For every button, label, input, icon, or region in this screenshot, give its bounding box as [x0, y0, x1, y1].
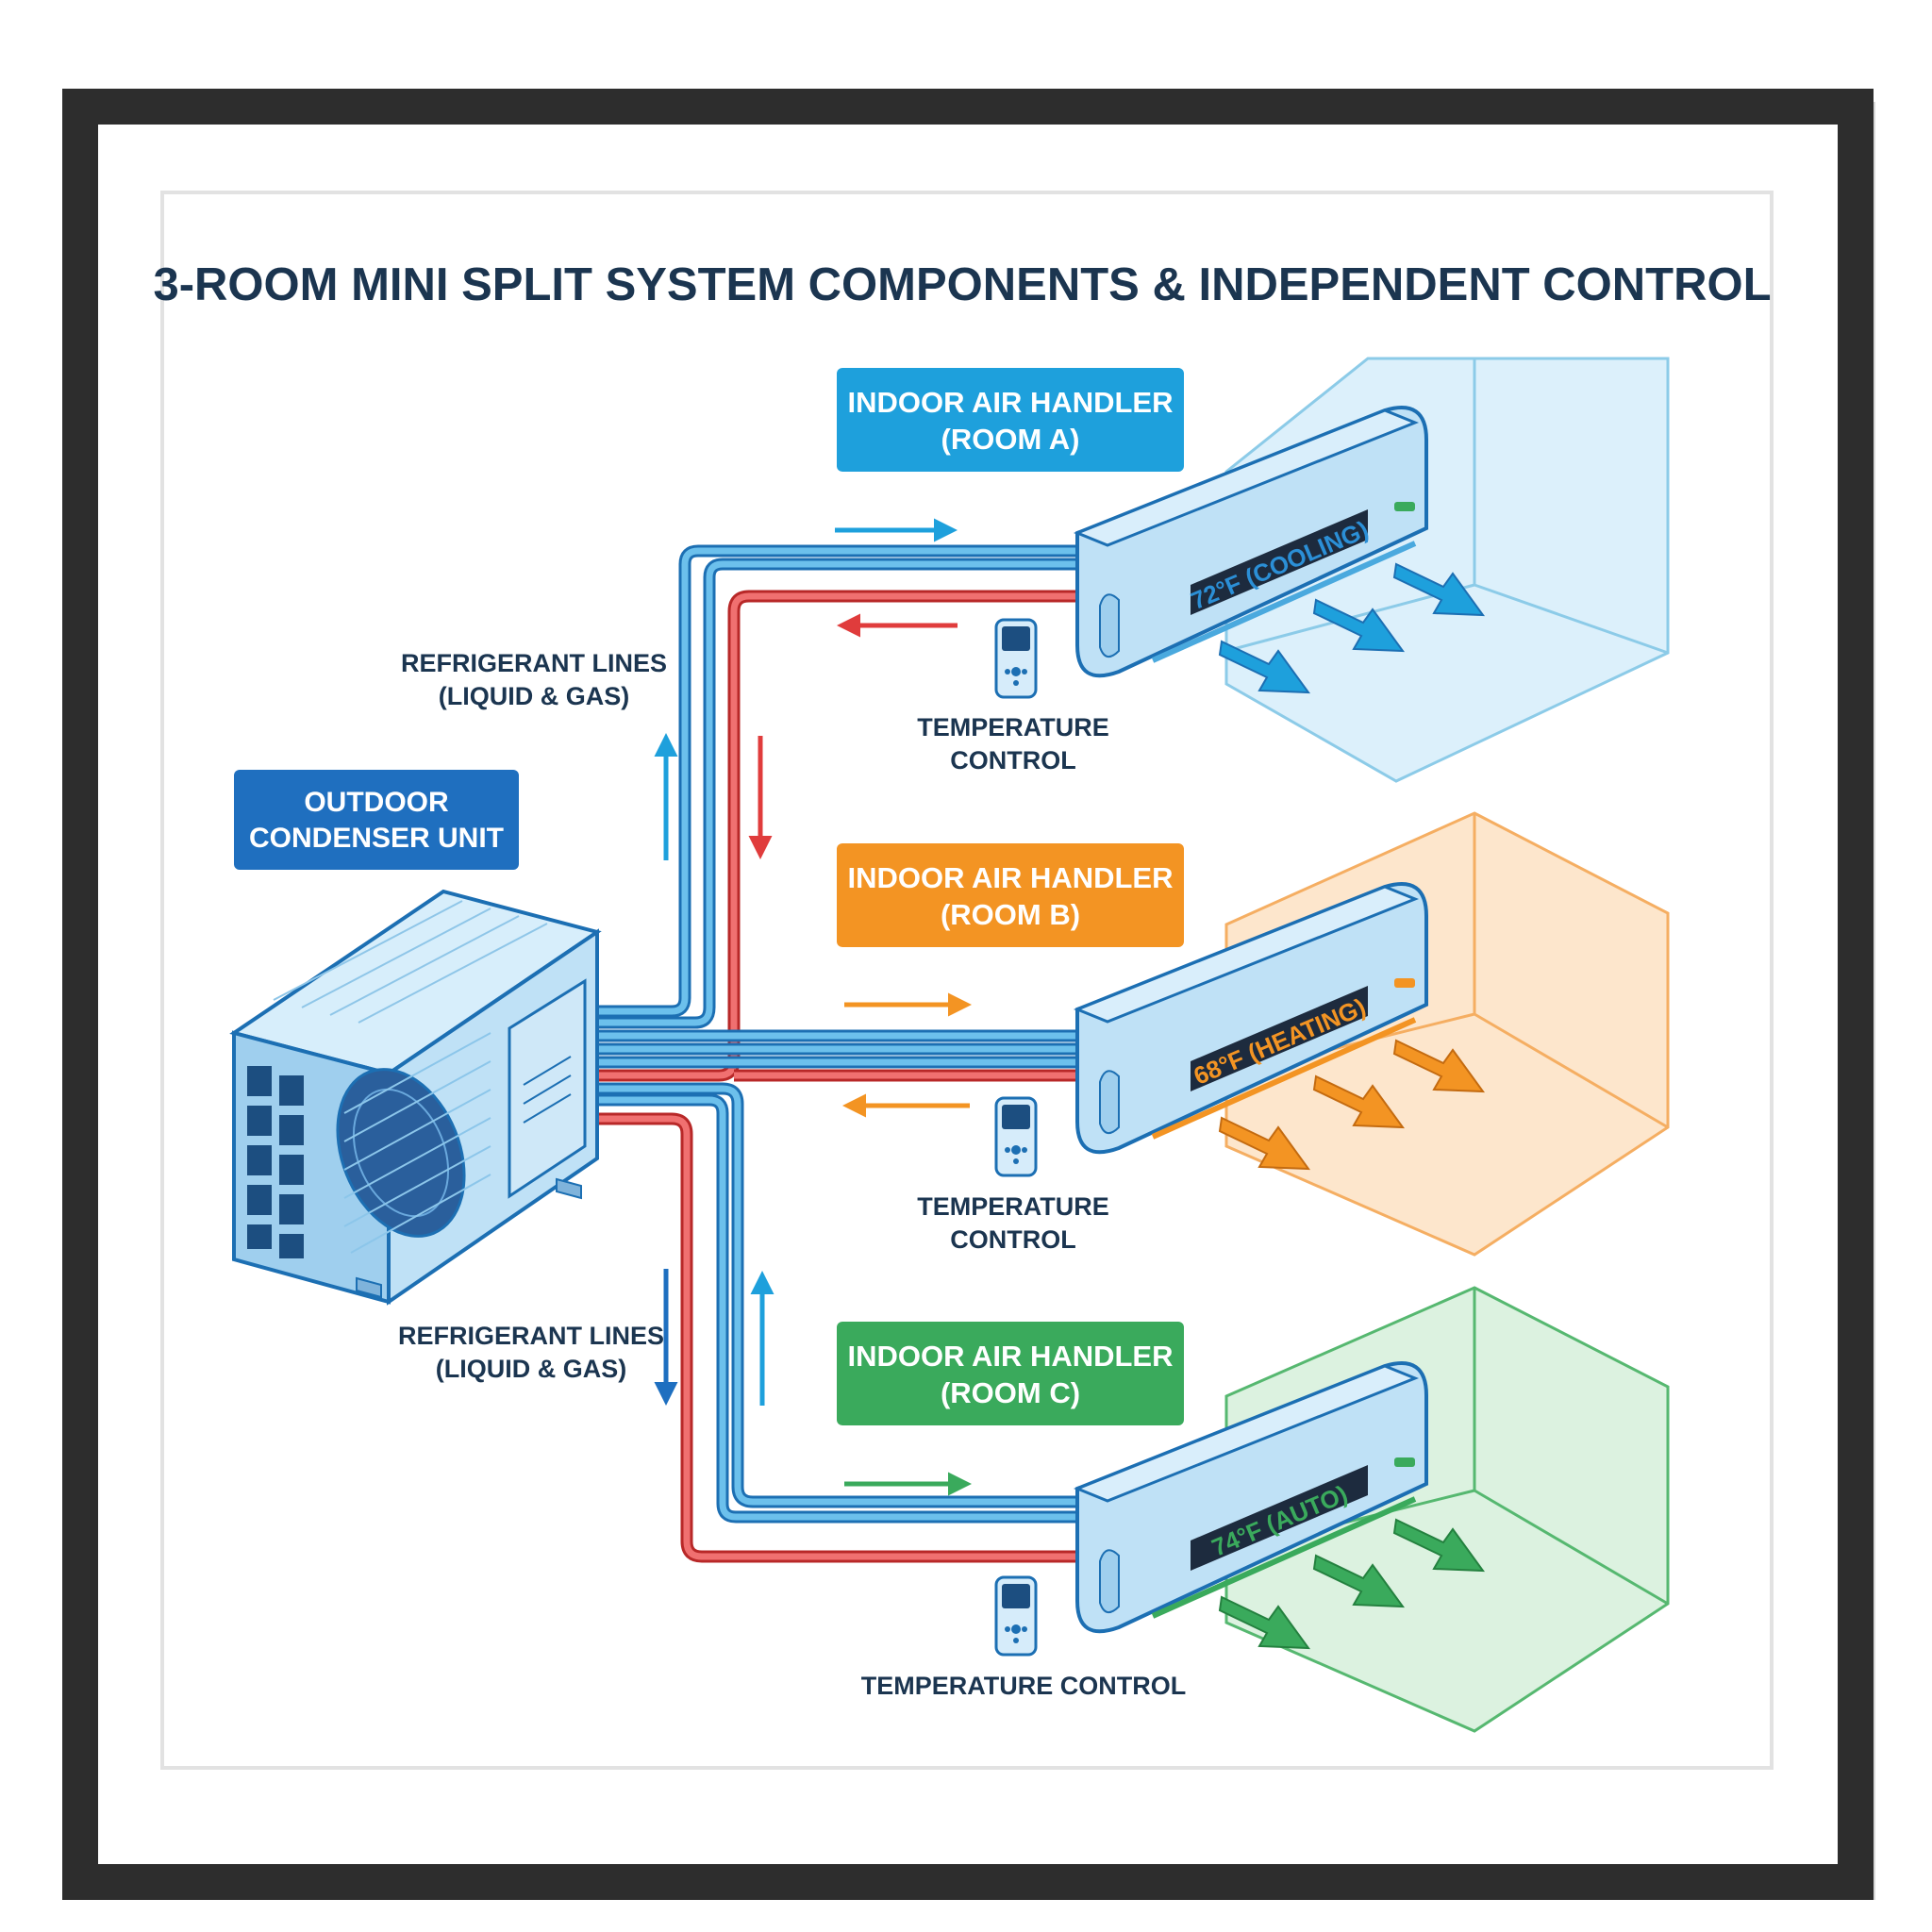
refrigerant-label-upper-line2: (LIQUID & GAS) [439, 682, 630, 710]
room-b-remote [994, 1096, 1038, 1177]
room-a-control-line2: CONTROL [950, 746, 1075, 774]
refrigerant-label-upper-line1: REFRIGERANT LINES [401, 649, 667, 677]
room-a-label-badge: INDOOR AIR HANDLER (ROOM A) [837, 368, 1184, 472]
room-c-label-line1: INDOOR AIR HANDLER [847, 1340, 1173, 1373]
room-c-display-panel [1191, 1465, 1368, 1571]
condenser-foot-right [556, 1177, 582, 1200]
flow-arrows [654, 518, 972, 1496]
condenser-fan-grille [336, 1032, 491, 1254]
mat-border [160, 191, 1774, 1770]
room-c-airflow-arrows [1218, 1518, 1486, 1650]
room-a-label-line2: (ROOM A) [941, 423, 1080, 456]
refrigerant-label-lower-line2: (LIQUID & GAS) [436, 1355, 627, 1383]
room-a-display-panel [1191, 509, 1368, 615]
outdoor-label-badge: OUTDOOR CONDENSER UNIT [234, 770, 519, 870]
diagram-title: 3-ROOM MINI SPLIT SYSTEM COMPONENTS & IN… [153, 259, 1771, 310]
room-b-control-line2: CONTROL [950, 1225, 1075, 1254]
room-b-label-line2: (ROOM B) [941, 898, 1080, 931]
room-b-airflow-arrows [1218, 1039, 1486, 1171]
indoor-air-handler-room-a: 72°F (COOLING) [1073, 406, 1428, 678]
outdoor-label-line2: CONDENSER UNIT [249, 823, 504, 854]
room-b-label-badge: INDOOR AIR HANDLER (ROOM B) [837, 843, 1184, 947]
condenser-side-vents [247, 1066, 304, 1258]
room-a-remote [994, 618, 1038, 699]
room-a-control-line1: TEMPERATURE [917, 713, 1109, 741]
refrigerant-pipes [592, 544, 1081, 1563]
room-b-label-line1: INDOOR AIR HANDLER [847, 861, 1173, 894]
outdoor-label-line1: OUTDOOR [304, 787, 449, 818]
condenser-foot-left [356, 1276, 382, 1299]
refrigerant-label-lower-line1: REFRIGERANT LINES [398, 1322, 664, 1350]
room-c-label-line2: (ROOM C) [941, 1376, 1080, 1409]
indoor-air-handler-room-b: 68°F (HEATING) [1073, 882, 1428, 1155]
outdoor-condenser-unit [229, 889, 602, 1306]
room-b-control-line1: TEMPERATURE [917, 1192, 1109, 1221]
room-c-label-badge: INDOOR AIR HANDLER (ROOM C) [837, 1322, 1184, 1425]
room-a-label-line1: INDOOR AIR HANDLER [847, 386, 1173, 419]
room-c-remote [994, 1575, 1038, 1657]
room-c-control-line1: TEMPERATURE CONTROL [861, 1672, 1187, 1700]
indoor-air-handler-room-c: 74°F (AUTO) [1073, 1361, 1428, 1634]
room-b-display-panel [1191, 986, 1368, 1091]
room-a-airflow-arrows [1218, 562, 1486, 694]
